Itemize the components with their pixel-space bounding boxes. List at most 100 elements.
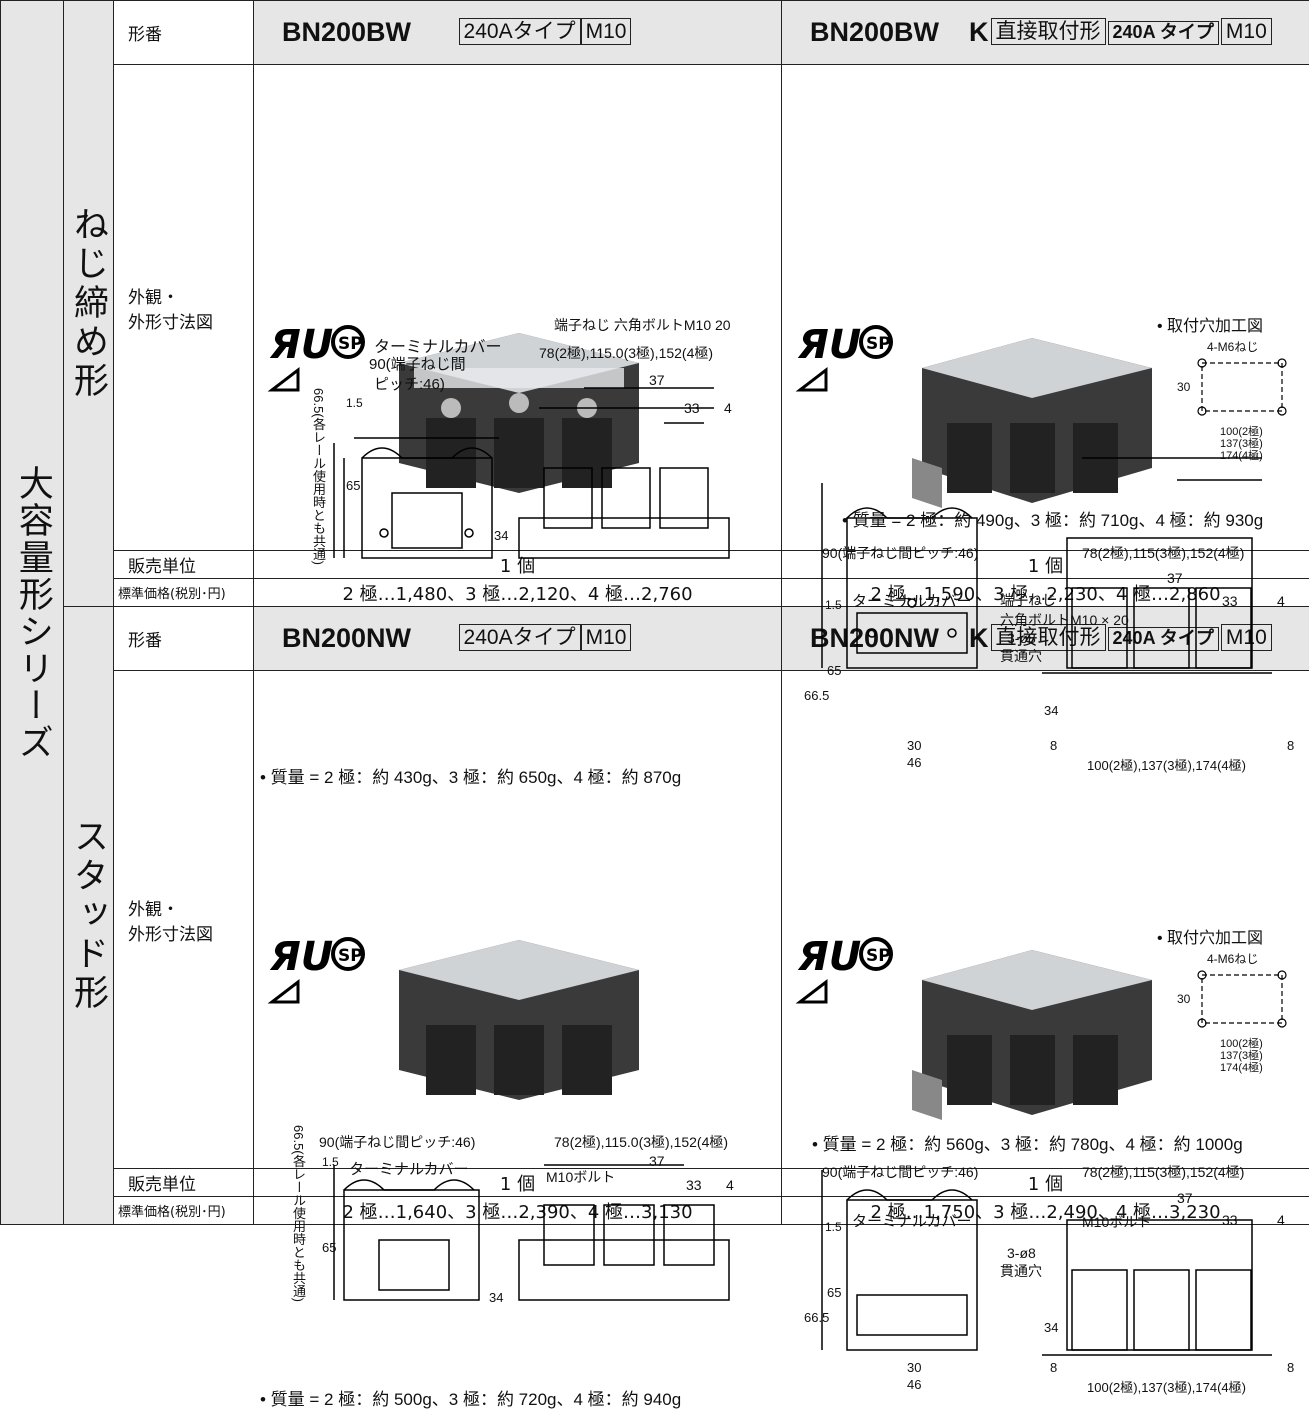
- mass-note: • 質量 = 2 極：約 430g、3 極：約 650g、4 極：約 870g: [260, 763, 681, 788]
- dim-65: 65: [322, 1240, 336, 1255]
- model-number: BN200BW: [282, 17, 411, 47]
- dim-4: 4: [1277, 593, 1285, 609]
- bolt-badge: M10: [581, 18, 632, 45]
- product-photo: [912, 338, 1152, 508]
- base-width: 100(2極),137(3極),174(4極): [1087, 1377, 1246, 1396]
- svg-text:SP: SP: [866, 334, 891, 354]
- model-label: 形番: [114, 607, 254, 671]
- dim-1.5: 1.5: [322, 1155, 339, 1169]
- dim-66.5: 66.5: [804, 688, 829, 703]
- dim-46: 46: [907, 1377, 921, 1392]
- product-photo: [399, 940, 639, 1100]
- dim-34: 34: [494, 528, 508, 543]
- dim-65: 65: [827, 1285, 841, 1300]
- rail-note: 66.5(各レール使用時とも共通): [309, 388, 328, 565]
- width-label: 78(2極),115(3極),152(4極): [1082, 1162, 1244, 1182]
- bolt-label: M10ボルト: [1082, 1212, 1151, 1232]
- dim-37: 37: [649, 372, 665, 388]
- screw-label: 六角ボルトM10 × 20: [1000, 610, 1129, 630]
- front-view: [334, 1165, 479, 1300]
- price-label: 標準価格(税別･円): [114, 1197, 254, 1225]
- mass-note: • 質量 = 2 極：約 490g、3 極：約 710g、4 極：約 930g: [842, 506, 1263, 531]
- pitch-label: 90(端子ねじ間ピッチ:46): [319, 1132, 475, 1152]
- current-badge: 240Aタイプ: [459, 18, 581, 45]
- csa-mark-icon: SP: [333, 327, 363, 357]
- warning-triangle-icon: [272, 370, 298, 390]
- price-label: 標準価格(税別･円): [114, 579, 254, 607]
- pitch-label: 90(端子ねじ間ピッチ:46): [822, 543, 978, 563]
- dim-33: 33: [1222, 1212, 1238, 1228]
- dim-8: 8: [1287, 738, 1294, 753]
- dimension-drawing: ЯU SP: [254, 308, 782, 794]
- dim-37: 37: [1167, 570, 1183, 586]
- ul-mark-icon: ЯU: [269, 322, 333, 368]
- mass-note: • 質量 = 2 極：約 500g、3 極：約 720g、4 極：約 940g: [260, 1385, 681, 1410]
- warning-triangle-icon: [800, 982, 826, 1002]
- dim-33: 33: [1222, 593, 1238, 609]
- dim-37: 37: [1177, 1190, 1193, 1206]
- pitch-label: 90(端子ねじ間ピッチ:46): [822, 1162, 978, 1182]
- mount-badge: 直接取付形: [991, 18, 1106, 45]
- ul-mark-icon: ЯU: [797, 322, 861, 368]
- csa-mark-icon: SP: [861, 939, 891, 969]
- width-label: 78(2極),115.0(3極),152(4極): [554, 1132, 728, 1152]
- pitch-label: ピッチ:46): [374, 373, 445, 394]
- dim-1.5: 1.5: [825, 598, 842, 612]
- appearance-label: 外観・ 外形寸法図: [114, 671, 254, 1169]
- ul-mark-icon: ЯU: [797, 934, 861, 980]
- dim-1.5: 1.5: [825, 1220, 842, 1234]
- dim-30: 30: [907, 738, 921, 753]
- sales-unit-label: 販売単位: [114, 551, 254, 579]
- dim-8: 8: [1287, 1360, 1294, 1375]
- pitch-label: 90(端子ねじ間: [369, 353, 466, 374]
- dim-65: 65: [827, 663, 841, 678]
- csa-mark-icon: SP: [861, 327, 891, 357]
- dim-34: 34: [1044, 703, 1058, 718]
- appearance-label: 外観・ 外形寸法図: [114, 65, 254, 551]
- hole-screw: 4-M6ねじ: [1207, 338, 1258, 355]
- drawing-cell-screw-direct: ЯU SP: [782, 65, 1309, 551]
- warning-triangle-icon: [272, 982, 298, 1002]
- screw-label: 端子ねじ 六角ボルトM10 20: [554, 315, 731, 335]
- svg-text:ЯU: ЯU: [269, 934, 333, 980]
- cover-label: ターミナルカバー: [852, 590, 972, 611]
- hole-width: 174(4極): [1220, 1059, 1263, 1075]
- hole-label: 貫通穴: [1000, 646, 1042, 666]
- dim-33: 33: [684, 400, 700, 416]
- side-view: [1042, 1220, 1272, 1355]
- screw-label: 端子ねじ: [1000, 590, 1056, 610]
- svg-text:SP: SP: [866, 946, 891, 966]
- dim-65: 65: [346, 478, 360, 493]
- dim-33: 33: [686, 1177, 702, 1193]
- dim-34: 34: [489, 1290, 503, 1305]
- svg-text:SP: SP: [338, 946, 363, 966]
- cover-label: ターミナルカバー: [852, 1210, 972, 1231]
- rail-note: 66.5(各レール使用時とも共通): [289, 1125, 308, 1302]
- width-label: 78(2極),115.0(3極),152(4極): [539, 343, 713, 363]
- mounting-hole-diagram: [1198, 971, 1286, 1027]
- type-label-screw: ねじ締め形: [64, 1, 114, 607]
- mounting-hole-diagram: [1198, 359, 1286, 415]
- cover-label: ターミナルカバー: [349, 1158, 469, 1179]
- dim-4: 4: [1277, 1212, 1285, 1228]
- model-label: 形番: [114, 1, 254, 65]
- current-badge: 240A タイプ: [1108, 21, 1219, 45]
- model-suffix: K: [969, 17, 989, 47]
- dim-8: 8: [1050, 738, 1057, 753]
- svg-text:SP: SP: [338, 334, 363, 354]
- hole-label: 3-ø8: [1007, 630, 1036, 646]
- svg-text:ЯU: ЯU: [269, 322, 333, 368]
- dim-34: 34: [1044, 1320, 1058, 1335]
- dim-66.5: 66.5: [804, 1310, 829, 1325]
- dim-4: 4: [726, 1177, 734, 1193]
- product-photo: [912, 950, 1152, 1120]
- svg-text:ЯU: ЯU: [797, 322, 861, 368]
- front-view: [822, 1170, 977, 1350]
- hole-dim-30: 30: [1177, 992, 1190, 1006]
- dim-37: 37: [649, 1153, 665, 1169]
- hole-diagram-title: • 取付穴加工図: [1157, 312, 1263, 336]
- model-number: BN200BW: [810, 17, 939, 47]
